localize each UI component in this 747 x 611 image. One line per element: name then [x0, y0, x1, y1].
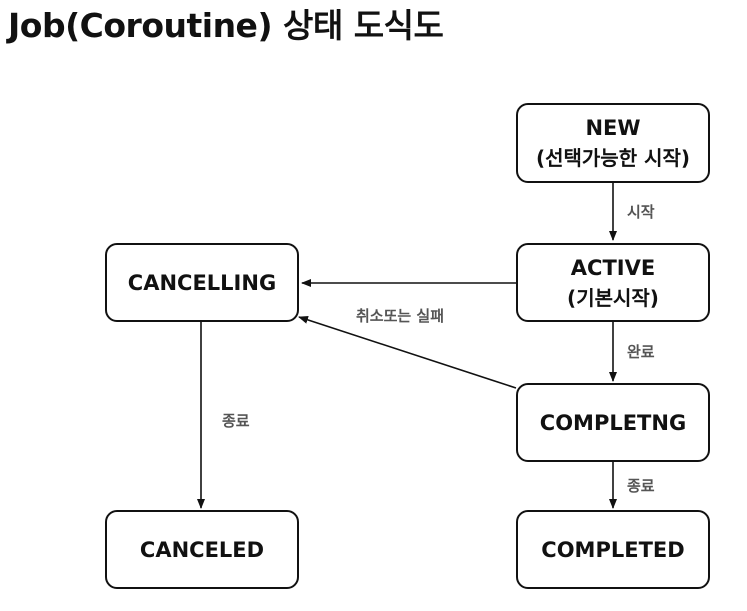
edge-completing-to-cancelling: [298, 315, 517, 389]
state-new-box: NEW (선택가능한 시작): [516, 103, 710, 183]
state-completing-box: COMPLETNG: [516, 383, 710, 462]
state-canceled-box: CANCELED: [105, 510, 299, 589]
state-new-sublabel: (선택가능한 시작): [535, 146, 691, 170]
edge-label-finish-completed: 종료: [627, 477, 655, 495]
edge-label-cancel-or-fail: 취소또는 실패: [356, 307, 445, 325]
state-canceled-label: CANCELED: [139, 537, 265, 562]
state-new-label: NEW: [585, 116, 641, 140]
edge-label-finish-canceled: 종료: [222, 412, 250, 430]
state-completing-label: COMPLETNG: [539, 410, 687, 435]
state-active-sublabel: (기본시작): [567, 285, 659, 310]
state-active-label: ACTIVE: [570, 255, 656, 280]
state-cancelling-label: CANCELLING: [127, 270, 277, 295]
state-cancelling-box: CANCELLING: [105, 243, 299, 322]
edge-label-complete: 완료: [627, 343, 655, 361]
state-completed-box: COMPLETED: [516, 510, 710, 589]
state-completed-label: COMPLETED: [541, 537, 685, 562]
edge-label-start: 시작: [627, 203, 655, 221]
diagram-title: Job(Coroutine) 상태 도식도: [8, 6, 444, 45]
state-active-box: ACTIVE (기본시작): [516, 243, 710, 322]
